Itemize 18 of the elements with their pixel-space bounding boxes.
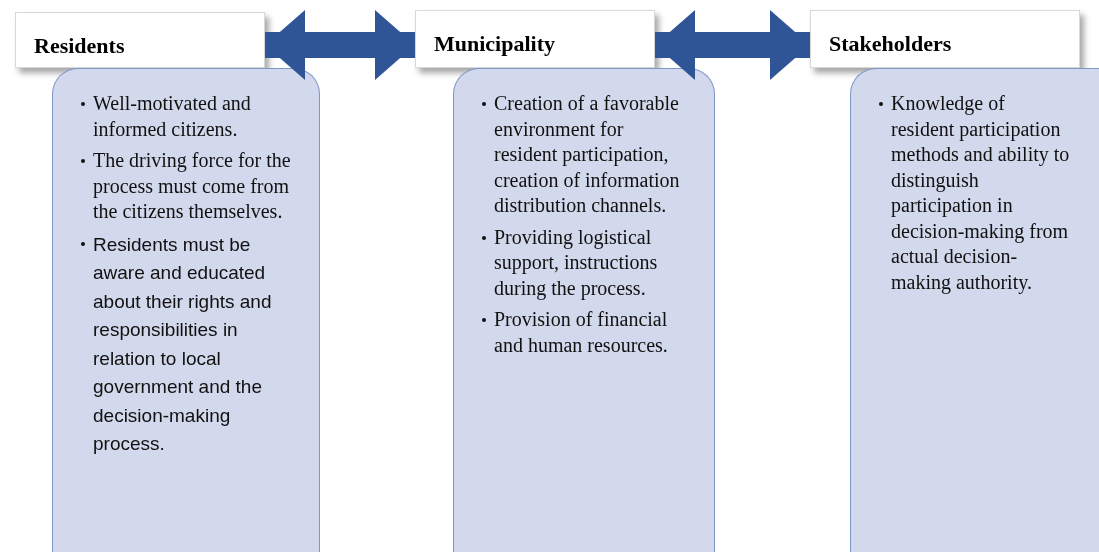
double-arrow: [655, 10, 810, 80]
bullet-text: Residents must be aware and educated about their rights and responsibilities in relation to local government and the decision-making process.: [81, 230, 291, 459]
heading-box: [810, 10, 1080, 68]
bullet-list-box: [850, 68, 1099, 552]
bullet-list-box: [52, 68, 320, 552]
bullet-text: Well-motivated and informed citizens.: [81, 91, 291, 142]
heading-text: Residents: [34, 33, 125, 59]
bullet-list-box: [453, 68, 715, 552]
bullet-text: Providing logistical support, instructions during the process.: [482, 224, 687, 301]
double-arrow: [265, 10, 415, 80]
heading-text: Municipality: [434, 31, 555, 57]
bullet-text: The driving force for the process must come from the citizens themselves.: [81, 148, 291, 225]
heading-box: [15, 12, 265, 68]
bullet-text: Provision of financial and human resources.: [482, 307, 687, 358]
bullet-text: Creation of a favorable environment for resident participation, creation of information distribution channels.: [482, 91, 687, 219]
heading-text: Stakeholders: [829, 31, 952, 57]
bullet-text: Knowledge of resident participation methods and ability to distinguish participation in decision-making from actual decision-making authority.: [879, 91, 1071, 295]
heading-box: [415, 10, 655, 68]
